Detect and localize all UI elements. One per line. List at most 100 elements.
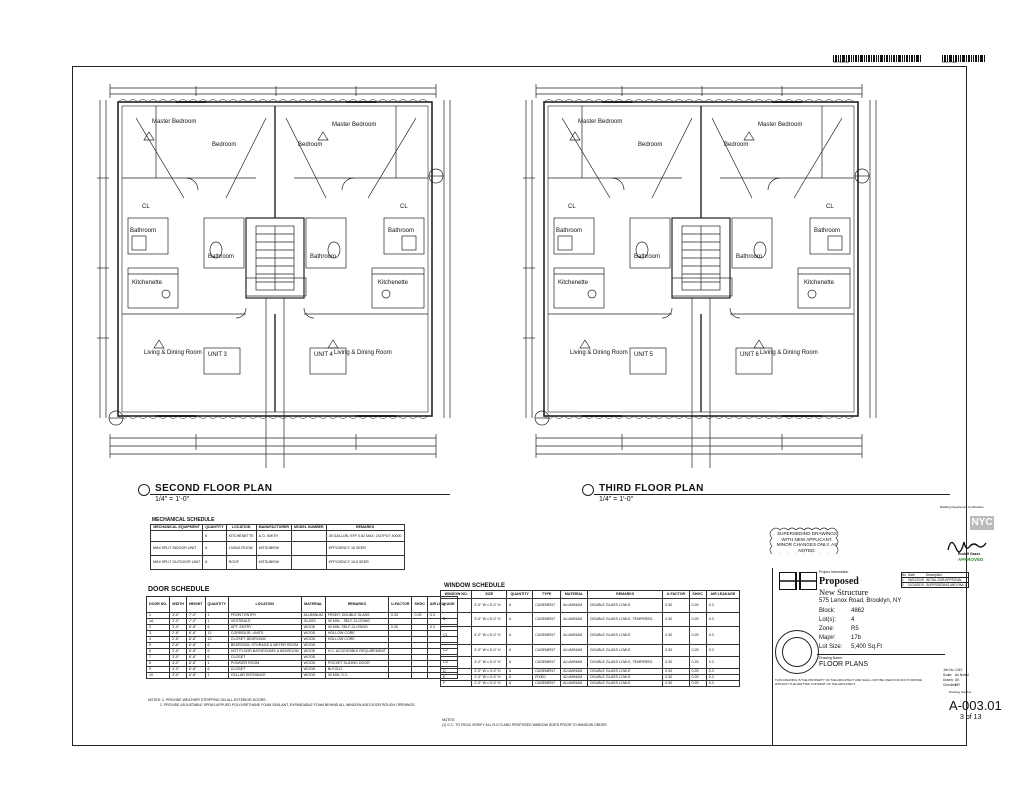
column-header: MATERIAL bbox=[300, 596, 326, 613]
column-header: No bbox=[902, 573, 907, 577]
window-schedule-table: WINDOW NO. SIZE QUANTITY TYPE MATERIAL R… bbox=[439, 590, 741, 687]
nyc-approval-stamp: NYC Rudolf Gazez APPROVED bbox=[938, 516, 994, 564]
table-cell: 3'-0" bbox=[169, 672, 187, 679]
column-header: U-FACTOR bbox=[662, 590, 690, 599]
table-cell: DOUBLE GLASS LOW-E bbox=[587, 680, 664, 687]
room-label: Master Bedroom bbox=[332, 122, 377, 128]
superseding-note-text: SUPERSEDING DRAWINGS WITH NEW APPLICANT.… bbox=[776, 531, 838, 553]
room-label: Bathroom bbox=[634, 254, 661, 260]
column-header: MATERIAL bbox=[560, 590, 589, 599]
room-label: Living & Dining Room bbox=[760, 350, 818, 356]
table-cell: MITSUBISHI bbox=[255, 541, 292, 556]
table-cell: EFFICIENCY 16.5 SEER bbox=[325, 555, 405, 570]
field-label: Zone: bbox=[819, 626, 835, 632]
barcode-right-caption: Scan Code bbox=[942, 60, 957, 64]
table-cell: 0.30 bbox=[662, 680, 690, 687]
room-label: Kitchenette bbox=[804, 280, 835, 286]
column-header: U-FACTOR bbox=[387, 596, 413, 613]
table-header-row: MECHANICAL EQUIPMENT QUANTITY LOCATION M… bbox=[149, 524, 405, 531]
room-label: CL bbox=[568, 204, 576, 210]
table-cell: 11/24/2015 bbox=[908, 583, 924, 587]
table-cell: CASEMENT bbox=[532, 626, 562, 645]
plan-scale: 1/4" = 1'-0" bbox=[599, 496, 634, 503]
stamp-status: APPROVED bbox=[958, 557, 984, 562]
plan-title-underline bbox=[150, 494, 450, 495]
table-cell: 0.30 bbox=[662, 598, 690, 613]
table-cell: C1 bbox=[439, 626, 473, 645]
room-label: Master Bedroom bbox=[758, 122, 803, 128]
table-cell: 0.3 bbox=[705, 656, 741, 669]
table-cell: MINI SPLIT INDOOR UNIT bbox=[149, 541, 204, 556]
column-header: WIDTH bbox=[169, 596, 187, 613]
table-cell: 0.25 bbox=[688, 598, 707, 613]
table-cell: KITCHENETTE bbox=[225, 530, 257, 542]
column-header: DOOR NO. bbox=[145, 596, 171, 613]
door-schedule-table: DOOR NO. WIDTH HEIGHT QUANTITY LOCATION … bbox=[145, 596, 458, 679]
room-label: Bathroom bbox=[130, 228, 157, 234]
column-header: TYPE bbox=[532, 590, 562, 599]
plan-title: SECOND FLOOR PLAN bbox=[155, 483, 273, 494]
column-header: SIZE bbox=[471, 590, 508, 599]
title-block: Project Information Proposed New Structu… bbox=[772, 568, 1002, 746]
meta-label: Job No. bbox=[943, 668, 955, 672]
sheet-count: 3 of 13 bbox=[960, 714, 982, 721]
stamp-signature: Rudolf Gazez bbox=[958, 552, 981, 556]
table-cell: MINI SPLIT OUTDOOR UNIT bbox=[149, 555, 204, 570]
second-floor-plan-drawing bbox=[97, 84, 451, 468]
table-cell: C3 bbox=[439, 656, 473, 669]
table-cell: DOUBLE GLASS LOW-E bbox=[587, 626, 664, 645]
table-cell: 4'-0" W x 5'-0" H bbox=[471, 626, 508, 645]
room-label: Master Bedroom bbox=[152, 119, 197, 125]
table-cell: 0.3 bbox=[705, 612, 741, 627]
table-cell: 90 MIN. S.C. bbox=[324, 672, 389, 679]
field-value: 5,400 Sq.Ft bbox=[851, 644, 883, 650]
column-header: SHGC bbox=[688, 590, 707, 599]
field-label: Lot Size: bbox=[819, 644, 843, 650]
table-cell: 3'-0" W x 5'-0" H bbox=[471, 598, 508, 613]
table-cell: ALUMINUM bbox=[560, 644, 589, 657]
table-cell: 2 bbox=[902, 583, 904, 587]
table-cell: 0.3 bbox=[705, 680, 741, 687]
room-label: CL bbox=[142, 204, 150, 210]
table-cell: ALUMINUM bbox=[560, 598, 589, 613]
table-cell: B bbox=[439, 612, 473, 627]
firm-logo-mark bbox=[778, 571, 818, 591]
column-header: Description bbox=[926, 573, 942, 577]
table-cell: 1 bbox=[902, 578, 904, 582]
window-schedule-note: (1) G.C. TO FIELD VERIFY ALL R.O.'S AND … bbox=[442, 723, 607, 727]
table-cell: CASEMENT bbox=[532, 612, 562, 627]
room-label: Kitchenette bbox=[378, 280, 409, 286]
table-cell: A bbox=[439, 598, 473, 613]
architect-seal bbox=[775, 630, 819, 674]
table-cell: MITSUBISHI bbox=[255, 555, 292, 570]
table-cell: ALUMINUM bbox=[560, 626, 589, 645]
notice-body: THIS DRAWING IS THE PROPERTY OF THE ARCH… bbox=[775, 678, 923, 686]
table-cell: 0.30 bbox=[662, 626, 690, 645]
table-cell: ROOF bbox=[225, 555, 257, 570]
door-schedule-title: DOOR SCHEDULE bbox=[148, 586, 210, 593]
table-cell bbox=[149, 530, 204, 542]
table-cell: BEDROOM, STORAGE & METER ROOM bbox=[227, 642, 302, 649]
divider bbox=[817, 654, 945, 655]
table-cell: ALUMINUM bbox=[560, 656, 589, 669]
signature-mark bbox=[947, 541, 987, 553]
room-label: Master Bedroom bbox=[578, 119, 623, 125]
table-cell: 6 bbox=[202, 555, 227, 570]
table-cell: CASEMENT bbox=[532, 656, 562, 669]
table-cell bbox=[290, 530, 327, 542]
room-label: Living & Dining Room bbox=[144, 350, 202, 356]
table-cell: 35 GALLON, EFF 0.82 MAX. OUTPUT 40000 bbox=[325, 530, 405, 542]
table-cell: ALUMINUM bbox=[560, 612, 589, 627]
room-label: Bathroom bbox=[556, 228, 583, 234]
table-cell: SUPERSEDING AND PAA 1 bbox=[926, 583, 967, 587]
column-header: QUANTITY bbox=[506, 590, 534, 599]
column-header: Date bbox=[908, 573, 915, 577]
drawing-name: FLOOR PLANS bbox=[819, 661, 869, 668]
firm-logo bbox=[778, 571, 818, 591]
window-schedule-note: NOTES: bbox=[442, 718, 456, 722]
revisions-header: No Date Description bbox=[902, 573, 968, 578]
table-cell: 0.3 bbox=[705, 626, 741, 645]
